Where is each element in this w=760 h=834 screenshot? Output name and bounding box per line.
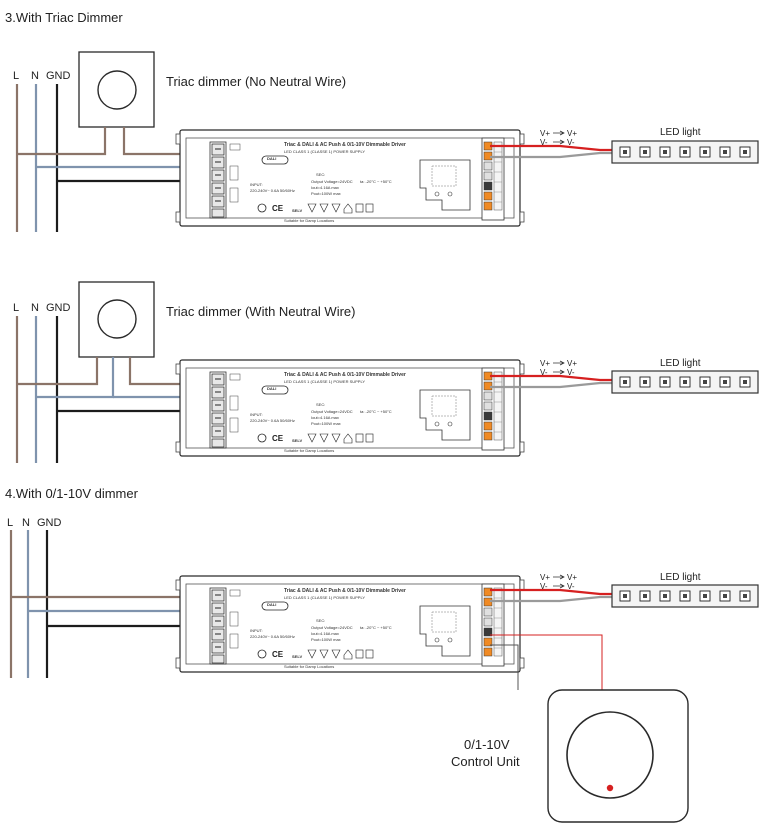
label-GND: GND: [46, 70, 71, 82]
vpos-label-2: V+: [567, 573, 577, 582]
dim-plus-wire: [490, 634, 603, 690]
driver-sec: SEC:: [316, 618, 325, 623]
diagram-triac-no-neutral: L N GND Triac dimmer (No Neutral Wire) T…: [13, 51, 759, 232]
control-knob-icon: [566, 711, 654, 799]
driver-suitable: Suitable for Damp Locations: [284, 448, 334, 453]
arrow-head-icon: [559, 369, 565, 375]
driver-subtitle: LED CLASS 1 (CLASSE 1) POWER SUPPLY: [284, 595, 365, 600]
diagram-0-10v: L N GND Triac & DALI & AC Push & 0/1-10V…: [7, 517, 759, 823]
driver-input: INPUT:: [250, 412, 263, 417]
dali-badge-text: DALI: [267, 602, 276, 607]
driver-title: Triac & DALI & AC Push & 0/1-10V Dimmabl…: [284, 588, 406, 594]
driver-out-v: Output Voltage=24VDC: [311, 625, 353, 630]
label-N: N: [31, 70, 39, 82]
vpos-label: V+: [540, 129, 550, 138]
vpos-label: V+: [540, 573, 550, 582]
control-unit-label-1: 0/1-10V: [464, 737, 510, 752]
driver-input-spec: 220-240V~ 0.6A 50/60Hz: [250, 188, 295, 193]
label-GND: GND: [46, 302, 71, 314]
driver-p-out: Pout=100W max: [311, 637, 341, 642]
section-4-heading: 4.With 0/1-10V dimmer: [5, 486, 139, 501]
arrow-head-icon: [559, 130, 565, 136]
driver-title: Triac & DALI & AC Push & 0/1-10V Dimmabl…: [284, 142, 406, 148]
driver-input: INPUT:: [250, 628, 263, 633]
vneg-label: V-: [540, 368, 548, 377]
driver-suitable: Suitable for Damp Locations: [284, 664, 334, 669]
driver-input-spec: 220-240V~ 0.6A 50/60Hz: [250, 634, 295, 639]
vneg-label-2: V-: [567, 138, 575, 147]
driver-p-out: Pout=100W max: [311, 191, 341, 196]
driver-ta: ta: -20°C ~ +50°C: [360, 179, 392, 184]
dimmer-label: Triac dimmer (With Neutral Wire): [166, 304, 355, 319]
control-unit-label-2: Control Unit: [451, 754, 520, 769]
label-N: N: [31, 302, 39, 314]
label-N: N: [22, 517, 30, 529]
led-strip: [611, 370, 759, 394]
driver-i-out: Iout=4.16A max: [311, 631, 339, 636]
vpos-output-wire: [490, 588, 612, 596]
led-label: LED light: [660, 358, 701, 369]
vpos-output-wire: [490, 144, 612, 152]
arrow-head-icon: [559, 139, 565, 145]
label-L: L: [7, 517, 13, 529]
vneg-label-2: V-: [567, 368, 575, 377]
led-label: LED light: [660, 572, 701, 583]
driver-selv: SELV: [292, 438, 302, 443]
driver-ta: ta: -20°C ~ +50°C: [360, 625, 392, 630]
driver-out-v: Output Voltage=24VDC: [311, 409, 353, 414]
arrow-head-icon: [559, 583, 565, 589]
dimmer-label: Triac dimmer (No Neutral Wire): [166, 74, 346, 89]
vneg-output-wire: [490, 151, 612, 159]
arrow-head-icon: [559, 360, 565, 366]
vneg-label: V-: [540, 582, 548, 591]
led-strip: [611, 140, 759, 164]
vneg-label-2: V-: [567, 582, 575, 591]
arrow-head-icon: [559, 574, 565, 580]
label-L: L: [13, 302, 19, 314]
vpos-label-2: V+: [567, 359, 577, 368]
label-L: L: [13, 70, 19, 82]
driver-i-out: Iout=4.16A max: [311, 415, 339, 420]
driver-subtitle: LED CLASS 1 (CLASSE 1) POWER SUPPLY: [284, 149, 365, 154]
driver-out-v: Output Voltage=24VDC: [311, 179, 353, 184]
vneg-output-wire: [490, 595, 612, 603]
driver-input-spec: 220-240V~ 0.6A 50/60Hz: [250, 418, 295, 423]
driver-subtitle: LED CLASS 1 (CLASSE 1) POWER SUPPLY: [284, 379, 365, 384]
driver-selv: SELV: [292, 208, 302, 213]
driver-i-out: Iout=4.16A max: [311, 185, 339, 190]
driver-p-out: Pout=100W max: [311, 421, 341, 426]
diagram-triac-with-neutral: L N GND Triac dimmer (With Neutral Wire)…: [13, 281, 759, 463]
vneg-output-wire: [490, 381, 612, 389]
driver-title: Triac & DALI & AC Push & 0/1-10V Dimmabl…: [284, 372, 406, 378]
knob-indicator-icon: [606, 784, 614, 792]
dali-badge-text: DALI: [267, 386, 276, 391]
live-to-dimmer-wire: [17, 357, 99, 386]
dim-minus-wire: [490, 644, 519, 690]
neutral-to-dimmer-wire: [36, 357, 115, 399]
driver-sec: SEC:: [316, 402, 325, 407]
led-strip: [611, 584, 759, 608]
driver-ta: ta: -20°C ~ +50°C: [360, 409, 392, 414]
driver-suitable: Suitable for Damp Locations: [284, 218, 334, 223]
vpos-output-wire: [490, 374, 612, 382]
vpos-label-2: V+: [567, 129, 577, 138]
dimmer-knob-icon: [97, 70, 137, 110]
led-label: LED light: [660, 127, 701, 138]
driver-selv: SELV: [292, 654, 302, 659]
section-3-heading: 3.With Triac Dimmer: [5, 10, 123, 25]
live-to-dimmer-wire: [17, 127, 107, 156]
label-GND: GND: [37, 517, 62, 529]
driver-input: INPUT:: [250, 182, 263, 187]
dimmer-knob-icon: [97, 299, 137, 339]
dali-badge-text: DALI: [267, 156, 276, 161]
vpos-label: V+: [540, 359, 550, 368]
vneg-label: V-: [540, 138, 548, 147]
driver-sec: SEC:: [316, 172, 325, 177]
